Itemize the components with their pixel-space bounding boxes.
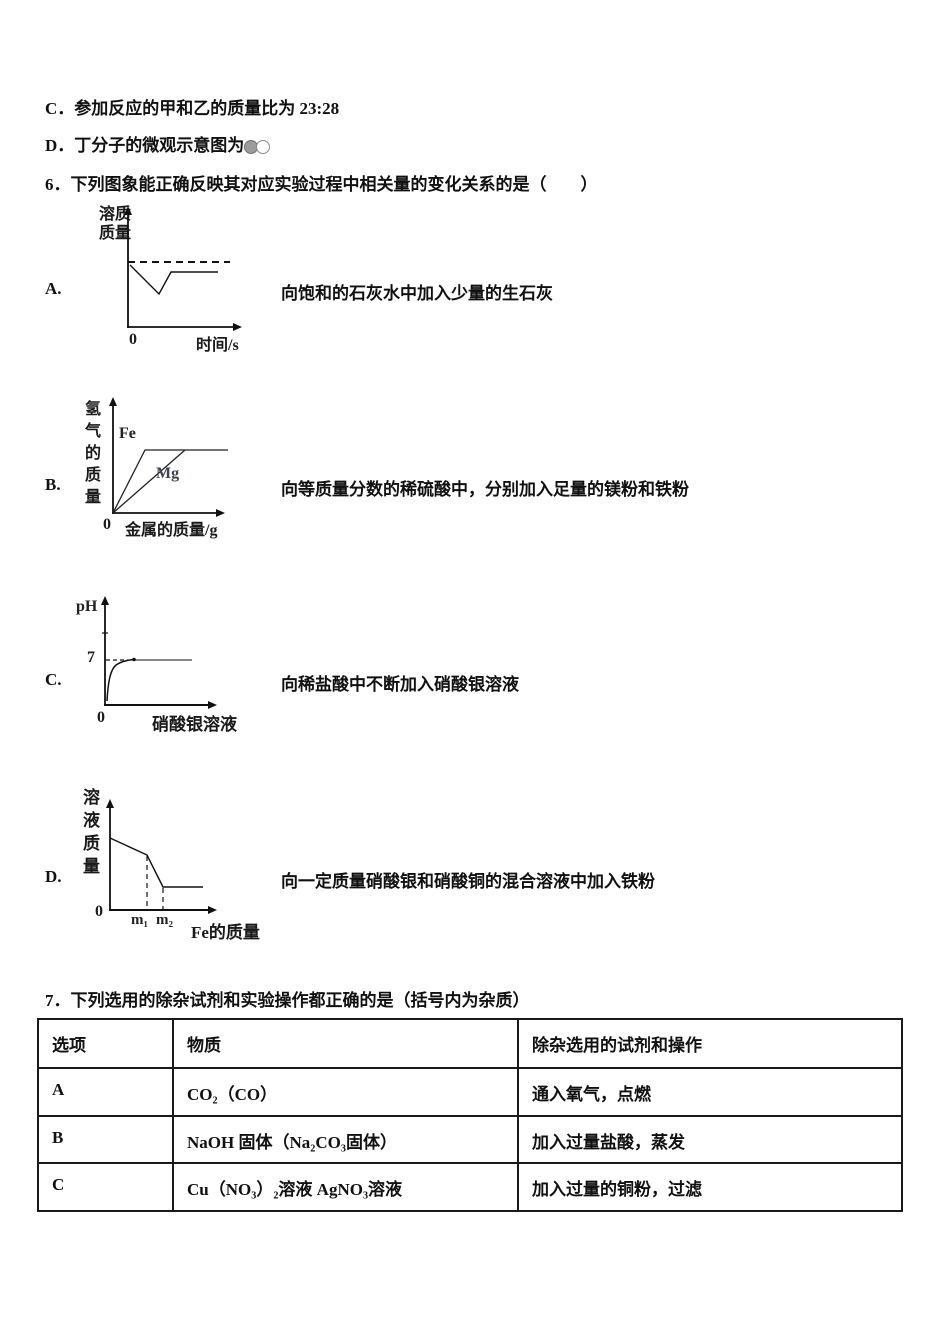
graph-c-y-arrow-icon	[101, 596, 109, 605]
open-atom-icon	[256, 140, 271, 154]
graph-c-y-tick-label: 7	[87, 649, 95, 666]
option-a-description: 向饱和的石灰水中加入少量的生石灰	[281, 284, 553, 303]
table-cell-reagent-b: 加入过量盐酸，蒸发	[517, 1115, 903, 1164]
graph-b-x-arrow-icon	[216, 509, 225, 517]
graph-c-x-arrow-icon	[208, 701, 217, 709]
graph-a-curve	[129, 264, 218, 296]
table-cell-substance-a: CO₂（CO）	[172, 1067, 519, 1117]
option-c-letter: C.	[45, 670, 62, 689]
question-7-title: 7．下列选用的除杂试剂和实验操作都正确的是（括号内为杂质）	[45, 991, 530, 1010]
graph-d-x-axis-label: Fe的质量	[191, 923, 260, 942]
molecule-diagram-icon	[244, 140, 271, 154]
graph-a-plot	[124, 206, 242, 331]
statement-option-d-text: D．丁分子的微观示意图为	[45, 136, 245, 155]
table-row: C Cu（NO₃）₂溶液 AgNO₃溶液 加入过量的铜粉，过滤	[37, 1162, 903, 1212]
table-cell-reagent-a: 通入氧气，点燃	[517, 1067, 903, 1117]
table-cell-option-c: C	[37, 1162, 174, 1212]
option-d-letter: D.	[45, 867, 62, 886]
table-row: B NaOH 固体（Na₂CO₃固体） 加入过量盐酸，蒸发	[37, 1115, 903, 1164]
graph-d-y-axis-label: 溶液质量	[83, 788, 100, 876]
graph-a-origin-label: 0	[129, 331, 137, 348]
graph-b-fe-series-label: Fe	[119, 425, 136, 442]
graph-d-x-arrow-icon	[208, 906, 217, 914]
question-6-title: 6．下列图象能正确反映其对应实验过程中相关量的变化关系的是（ ）	[45, 175, 598, 194]
table-cell-option-a: A	[37, 1067, 174, 1117]
table-header-row: 选项 物质 除杂选用的试剂和操作	[37, 1018, 903, 1069]
graph-c-origin-label: 0	[97, 709, 105, 726]
graph-c-plot	[101, 596, 217, 709]
option-b-description: 向等质量分数的稀硫酸中，分别加入足量的镁粉和铁粉	[281, 480, 689, 499]
table-header-option: 选项	[37, 1018, 174, 1069]
statement-option-d: D．丁分子的微观示意图为	[45, 131, 271, 156]
graph-c-curve	[106, 658, 135, 702]
graph-d-curve	[109, 837, 203, 888]
graph-b-y-arrow-icon	[109, 397, 117, 406]
table-cell-substance-c: Cu（NO₃）₂溶液 AgNO₃溶液	[172, 1162, 519, 1212]
graph-a-x-axis-label: 时间/s	[196, 337, 239, 354]
option-d-description: 向一定质量硝酸银和硝酸铜的混合溶液中加入铁粉	[281, 872, 655, 891]
statement-option-c: C．参加反应的甲和乙的质量比为 23:28	[45, 99, 340, 118]
graph-b-plot	[109, 397, 228, 517]
graph-b-fe-curve	[112, 449, 228, 514]
table-row: A CO₂（CO） 通入氧气，点燃	[37, 1067, 903, 1117]
graph-d-y-arrow-icon	[106, 799, 114, 808]
option-b-letter: B.	[45, 475, 61, 494]
graph-b-x-axis-label: 金属的质量/g	[125, 522, 218, 539]
graph-a-y-axis-label: 溶质质量	[99, 206, 132, 242]
graph-d-origin-label: 0	[95, 903, 103, 920]
graph-a-x-arrow-icon	[233, 323, 242, 331]
graph-b-origin-label: 0	[103, 516, 111, 533]
graph-b-mg-series-label: Mg	[156, 465, 180, 482]
option-c-description: 向稀盐酸中不断加入硝酸银溶液	[281, 675, 519, 694]
graph-c-y-axis-label: pH	[76, 598, 98, 615]
graph-a-y-arrow-icon	[124, 206, 132, 215]
graph-d-m2-tick-label: m₂	[156, 912, 173, 928]
graph-d-plot	[106, 799, 217, 914]
graph-d-m1-tick-label: m₁	[131, 912, 148, 928]
table-header-substance: 物质	[172, 1018, 519, 1069]
graph-c-x-axis-label: 硝酸银溶液	[152, 715, 237, 734]
table-header-reagent: 除杂选用的试剂和操作	[517, 1018, 903, 1069]
question-7-table: 选项 物质 除杂选用的试剂和操作 A CO₂（CO） 通入氧气，点燃 B NaO…	[37, 1018, 903, 1212]
graph-b-y-axis-label: 氢气的质量	[85, 401, 102, 506]
option-a-letter: A.	[45, 279, 62, 298]
table-cell-reagent-c: 加入过量的铜粉，过滤	[517, 1162, 903, 1212]
table-cell-substance-b: NaOH 固体（Na₂CO₃固体）	[172, 1115, 519, 1164]
table-cell-option-b: B	[37, 1115, 174, 1164]
graph-b-mg-curve	[112, 449, 186, 514]
